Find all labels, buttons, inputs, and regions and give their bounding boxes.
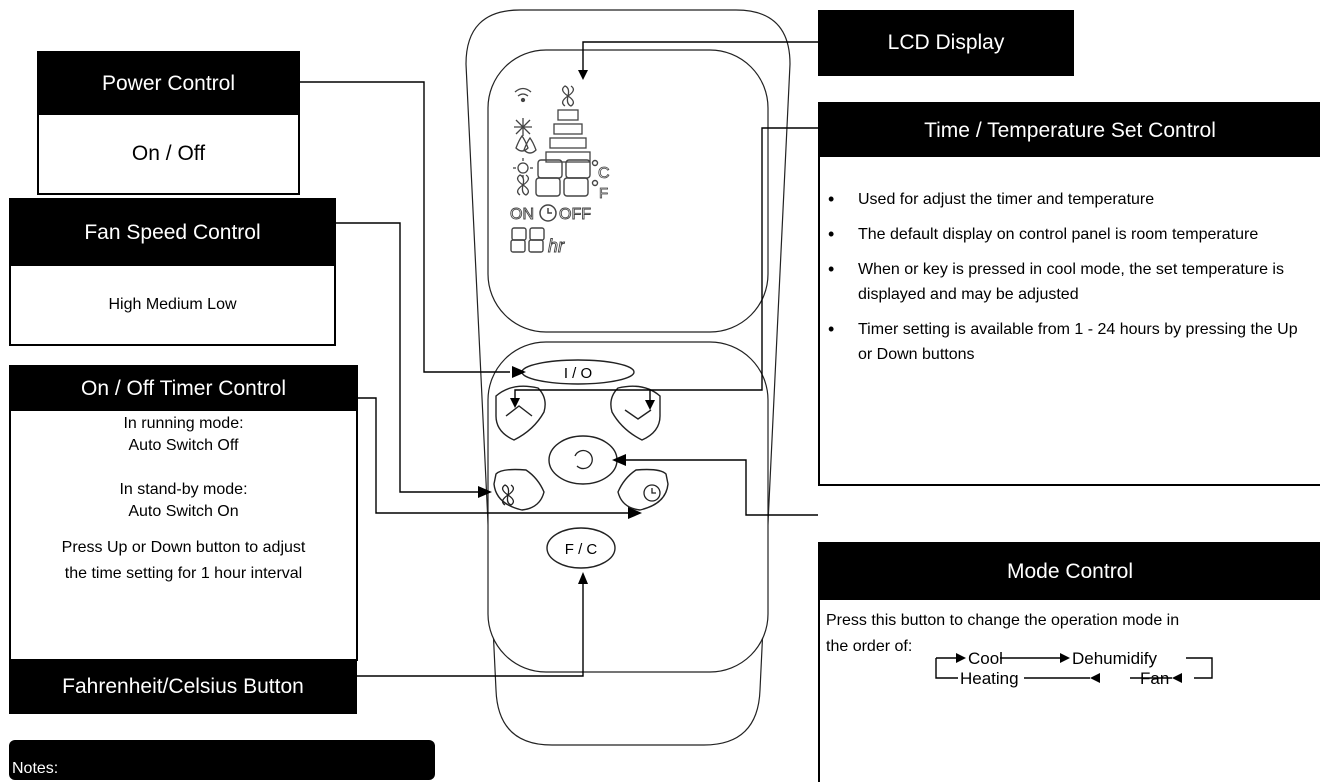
- lcd-fahrenheit-label: F: [599, 185, 608, 202]
- time-temp-item: Timer setting is available from 1 - 24 h…: [828, 317, 1310, 367]
- up-button: [495, 385, 546, 441]
- power-button-label[interactable]: I / O: [564, 365, 592, 382]
- lcd-fan-icon: [516, 174, 530, 196]
- lcd-hour-digits: [510, 227, 545, 253]
- lcd-on-label: ON: [510, 206, 534, 223]
- notes-box: Notes:: [9, 740, 435, 780]
- lcd-fan-top-icon: [561, 85, 575, 107]
- timer-control-title: On / Off Timer Control: [11, 367, 356, 411]
- timer-running-action: Auto Switch Off: [128, 437, 239, 454]
- mode-control-title: Mode Control: [820, 544, 1320, 600]
- timer-standby-label: In stand-by mode:: [119, 481, 248, 498]
- timer-control-body: In running mode: Auto Switch Off In stan…: [11, 411, 356, 587]
- fan-speed-body: High Medium Low: [108, 296, 237, 313]
- lcd-window: [487, 49, 769, 333]
- arrowheads: [478, 70, 655, 584]
- lcd-off-label: OFF: [559, 206, 591, 223]
- fan-speed-title: Fan Speed Control: [11, 200, 334, 266]
- fan-button: [493, 468, 545, 511]
- time-temp-item: When or key is pressed in cool mode, the…: [828, 257, 1310, 307]
- timer-running-label: In running mode:: [123, 415, 244, 432]
- power-control-title: Power Control: [39, 53, 298, 115]
- fan-speed-box: Fan Speed Control High Medium Low: [9, 198, 336, 346]
- lcd-wifi-icon: [514, 87, 532, 103]
- mode-control-body: Press this button to change the operatio…: [826, 612, 1180, 655]
- time-temp-title: Time / Temperature Set Control: [820, 104, 1320, 157]
- time-temp-item: Used for adjust the timer and temperatur…: [828, 187, 1310, 212]
- lcd-clock-icon: [539, 204, 557, 222]
- fc-button-title: Fahrenheit/Celsius Button: [9, 660, 357, 714]
- time-temp-list: Used for adjust the timer and temperatur…: [820, 157, 1320, 367]
- power-control-body: On / Off: [131, 142, 206, 165]
- lcd-temperature-digits: [535, 159, 599, 197]
- power-control-box: Power Control On / Off: [37, 51, 300, 195]
- timer-clock-icon: [643, 484, 661, 502]
- lcd-fan-speed-bars: [545, 109, 591, 163]
- lcd-dehumidify-icon: [515, 134, 537, 154]
- mode-cycle-icon: [574, 449, 593, 470]
- timer-adjust-line1: Press Up or Down button to adjust: [61, 539, 306, 556]
- down-arrow-icon: [624, 409, 652, 420]
- up-arrow-icon: [505, 405, 533, 417]
- lcd-cool-icon: [514, 118, 532, 136]
- timer-standby-action: Auto Switch On: [128, 503, 239, 520]
- lcd-display-title: LCD Display: [818, 10, 1074, 76]
- timer-control-box: On / Off Timer Control In running mode: …: [9, 365, 358, 661]
- fc-button-shape: [546, 527, 616, 569]
- down-button: [610, 385, 661, 441]
- timer-adjust-line2: the time setting for 1 hour interval: [64, 565, 303, 582]
- time-temp-item: The default display on control panel is …: [828, 222, 1310, 247]
- time-temp-box: Time / Temperature Set Control Used for …: [818, 102, 1320, 486]
- mode-button-shape: [548, 435, 618, 485]
- lcd-celsius-label: C: [598, 165, 610, 182]
- lcd-hr-label: hr: [548, 236, 565, 256]
- connector-lines: [300, 41, 818, 677]
- fc-button-label[interactable]: F / C: [565, 541, 598, 558]
- fan-button-icon: [501, 484, 515, 506]
- mode-control-box: Mode Control Press this button to change…: [818, 542, 1320, 782]
